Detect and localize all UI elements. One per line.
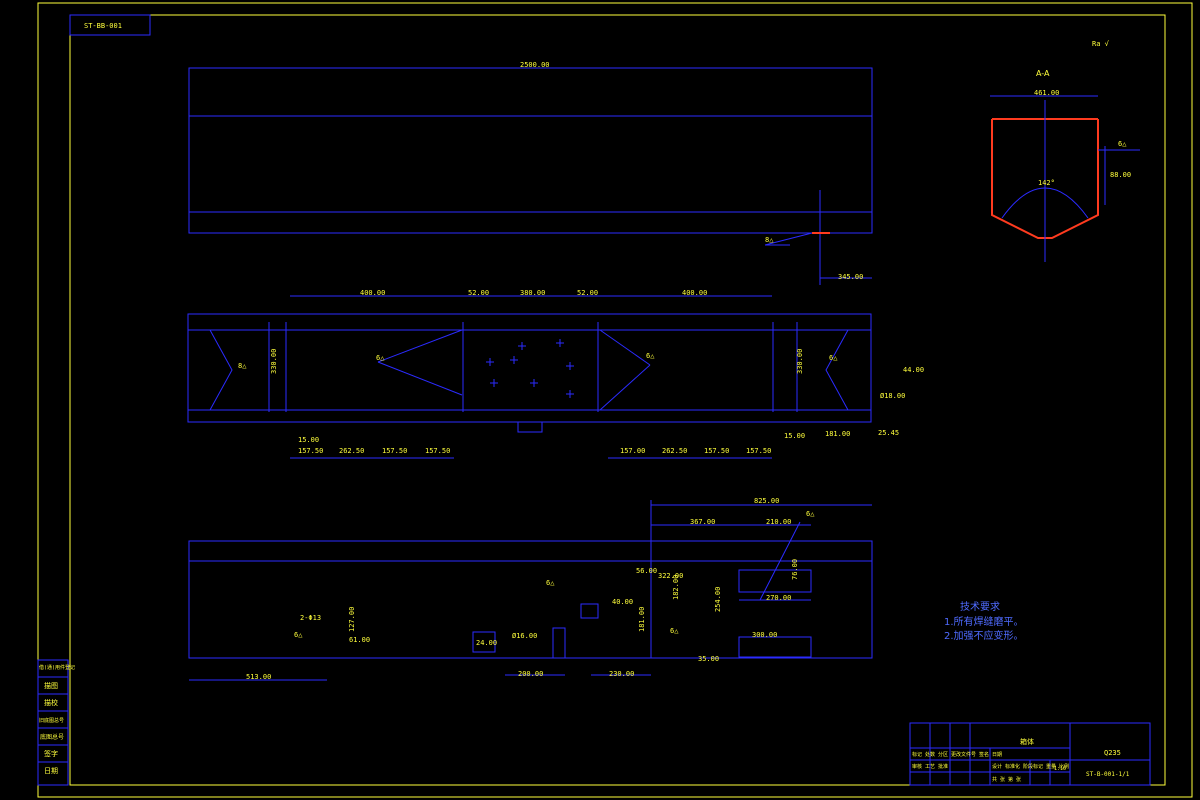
dim-bl-1: 157.50 bbox=[298, 447, 323, 455]
sheet-border bbox=[37, 2, 1193, 798]
dim-l-15: 513.00 bbox=[246, 673, 271, 681]
dim-br-2: 157.50 bbox=[704, 447, 729, 455]
dim-elev-offset: 345.00 bbox=[838, 273, 863, 281]
dim-l-6: 322.00 bbox=[658, 572, 683, 580]
dim-l-4: 300.00 bbox=[752, 631, 777, 639]
technical-notes: 技术要求 1.所有焊缝磨平。 2.加强不应变形。 bbox=[944, 600, 1024, 642]
tb-row-2: 审核 工艺 批准 bbox=[912, 763, 948, 770]
dim-l-7: 40.00 bbox=[612, 598, 633, 606]
dim-bl-0: 15.00 bbox=[298, 436, 319, 444]
dim-l-9: 254.00 bbox=[714, 587, 722, 612]
note-1: 1.所有焊缝磨平。 bbox=[944, 615, 1024, 628]
elevation-view: 2500.00 345.00 8△ bbox=[188, 61, 873, 285]
dim-plan-side-left: 330.00 bbox=[270, 349, 278, 374]
material: Q235 bbox=[1104, 749, 1121, 757]
dim-l-18: 61.00 bbox=[349, 636, 370, 644]
weld-mark-lower-1: 6△ bbox=[806, 510, 815, 518]
dim-total-length: 2500.00 bbox=[520, 61, 550, 69]
weld-mark-lower-3: 6△ bbox=[670, 627, 679, 635]
section-a-a: A-A 461.00 142° 88.00 6△ bbox=[990, 69, 1140, 262]
weld-mark-plan-3: 6△ bbox=[646, 352, 655, 360]
dim-l-1: 367.00 bbox=[690, 518, 715, 526]
dim-l-10: 35.00 bbox=[698, 655, 719, 663]
weld-mark-elev: 8△ bbox=[765, 236, 774, 244]
notes-title: 技术要求 bbox=[960, 600, 1000, 613]
dim-br-3: 157.50 bbox=[746, 447, 771, 455]
dim-l-8: 182.00 bbox=[672, 575, 680, 600]
roughness-symbol: Ra √ bbox=[1092, 40, 1110, 48]
weld-mark-lower-2: 6△ bbox=[546, 579, 555, 587]
inner-border bbox=[69, 14, 1166, 786]
weld-mark-plan-4: 6△ bbox=[829, 354, 838, 362]
drawing-no: ST-B-001-1/1 bbox=[1086, 771, 1130, 778]
dim-l-3: 270.00 bbox=[766, 594, 791, 602]
dim-section-width: 461.00 bbox=[1034, 89, 1059, 97]
tb-row-0: 标记 处数 分区 更改文件号 签名 日期 bbox=[912, 751, 1002, 758]
strip-3: 旧底图总号 bbox=[39, 717, 64, 724]
dim-plan-0: 400.00 bbox=[360, 289, 385, 297]
dim-pr-0: 44.00 bbox=[903, 366, 924, 374]
dim-bl-2: 262.50 bbox=[339, 447, 364, 455]
dim-l-19: 181.00 bbox=[638, 607, 646, 632]
dim-l-14: 230.00 bbox=[609, 670, 634, 678]
strip-2: 描校 bbox=[44, 698, 58, 707]
dim-l-11: 76.00 bbox=[791, 559, 799, 580]
section-label: A-A bbox=[1036, 69, 1050, 78]
strip-1: 描图 bbox=[44, 681, 58, 690]
strip-5: 签字 bbox=[44, 749, 58, 758]
dim-br-0: 157.00 bbox=[620, 447, 645, 455]
weld-mark-plan-1: 8△ bbox=[238, 362, 247, 370]
tb-row-3: 共 张 第 张 bbox=[992, 776, 1021, 783]
dim-plan-4: 400.00 bbox=[682, 289, 707, 297]
part-name: 箱体 bbox=[1020, 737, 1034, 746]
plan-view: 400.00 52.00 380.00 52.00 400.00 330.00 … bbox=[187, 289, 924, 459]
dim-pr-1: Ø18.00 bbox=[880, 392, 905, 400]
strip-6: 日期 bbox=[44, 767, 58, 775]
scale: 1:10 bbox=[1054, 766, 1066, 772]
dim-bl-3: 157.50 bbox=[382, 447, 407, 455]
dim-pr-3: 25.45 bbox=[878, 429, 899, 437]
weld-mark-plan-2: 6△ bbox=[376, 354, 385, 362]
lower-view: 825.00 367.00 210.00 270.00 300.00 56.00… bbox=[188, 497, 873, 681]
dim-bl-4: 157.50 bbox=[425, 447, 450, 455]
dim-l-12: Ø16.00 bbox=[512, 632, 537, 640]
dim-l-17: 127.00 bbox=[348, 607, 356, 632]
tb-row-1: 设计 标准化 阶段标记 重量 比例 bbox=[992, 763, 1069, 770]
top-left-tag: ST-BB-001 bbox=[84, 22, 122, 30]
title-block: 箱体 Q235 ST-B-001-1/1 标记 处数 分区 更改文件号 签名 日… bbox=[909, 722, 1151, 786]
weld-mark-section: 6△ bbox=[1118, 140, 1127, 148]
strip-4: 底图总号 bbox=[40, 733, 64, 741]
dim-plan-2: 380.00 bbox=[520, 289, 545, 297]
dim-l-16: 2-Φ13 bbox=[300, 614, 321, 622]
dim-section-angle: 142° bbox=[1038, 179, 1055, 187]
dim-br-4: 15.00 bbox=[784, 432, 805, 440]
strip-0: 借(通)用件登记 bbox=[39, 664, 75, 671]
dim-l-5: 56.00 bbox=[636, 567, 657, 575]
weld-mark-lower-4: 6△ bbox=[294, 631, 303, 639]
dim-l-0: 825.00 bbox=[754, 497, 779, 505]
dim-pr-2: 181.00 bbox=[825, 430, 850, 438]
dim-plan-side-right: 330.00 bbox=[796, 349, 804, 374]
top-left-tag-box: ST-BB-001 bbox=[69, 14, 151, 36]
dim-l-2: 210.00 bbox=[766, 518, 791, 526]
dim-plan-1: 52.00 bbox=[468, 289, 489, 297]
dim-br-1: 262.50 bbox=[662, 447, 687, 455]
dim-plan-3: 52.00 bbox=[577, 289, 598, 297]
dim-l-20: 24.00 bbox=[476, 639, 497, 647]
dim-l-13: 200.00 bbox=[518, 670, 543, 678]
dim-section-height: 88.00 bbox=[1110, 171, 1131, 179]
left-strip: 借(通)用件登记 描图 描校 旧底图总号 底图总号 签字 日期 bbox=[37, 659, 75, 786]
note-2: 2.加强不应变形。 bbox=[944, 629, 1024, 642]
